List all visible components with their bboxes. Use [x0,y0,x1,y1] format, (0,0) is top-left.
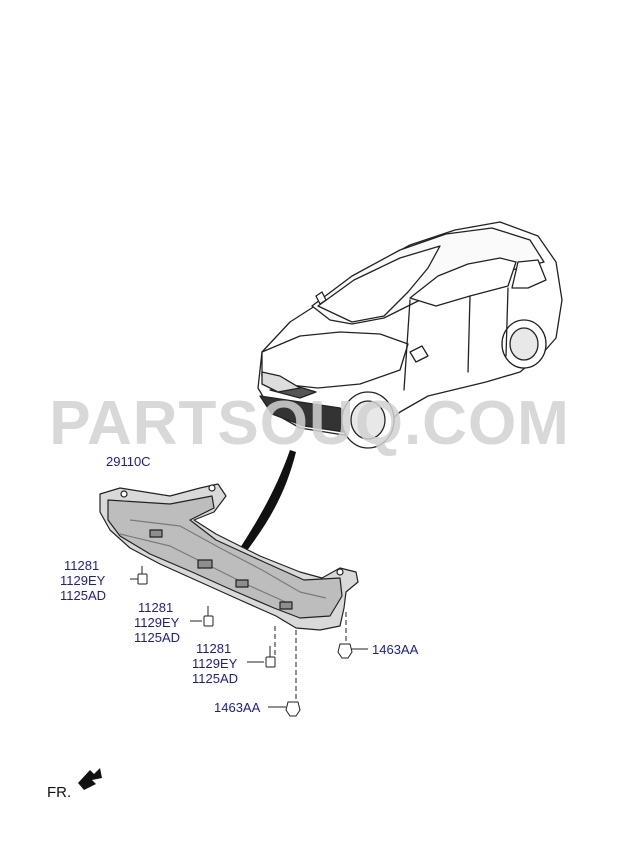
front-direction-arrow-icon [78,768,102,790]
callout-arrow [240,450,296,552]
part-label-group-a-2[interactable]: 1129EY [60,573,106,588]
car-illustration [257,221,563,449]
part-label-group-c-3[interactable]: 1125AD [192,671,239,686]
part-label-guard[interactable]: 29110C [106,454,151,469]
clip-icon [337,643,353,659]
part-label-clip-right[interactable]: 1463AA [372,642,419,657]
bolt-icon [265,646,276,668]
clip-icon [285,701,301,717]
leader-lines [130,578,368,708]
part-label-clip-bottom[interactable]: 1463AA [214,700,261,715]
part-label-group-b-3[interactable]: 1125AD [134,630,181,645]
fasteners [137,566,353,717]
bolt-icon [203,606,214,627]
front-direction-label: FR. [47,784,72,801]
part-label-group-c-1[interactable]: 11281 [196,641,232,656]
bolt-icon [137,566,148,585]
part-label-group-c-2[interactable]: 1129EY [192,656,238,671]
part-label-group-a-1[interactable]: 11281 [64,558,100,573]
part-label-group-b-2[interactable]: 1129EY [134,615,180,630]
part-label-group-b-1[interactable]: 11281 [138,600,174,615]
engine-undercover [99,483,359,631]
part-label-group-a-3[interactable]: 1125AD [60,588,107,603]
